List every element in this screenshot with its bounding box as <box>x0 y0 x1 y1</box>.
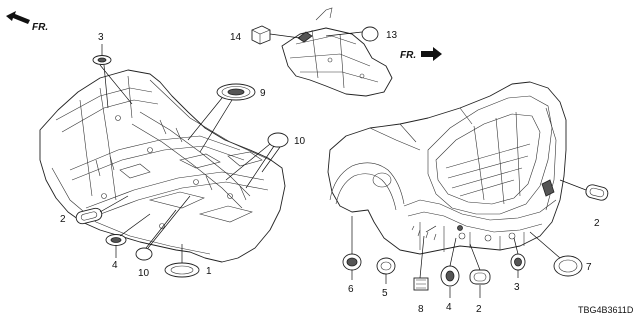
grommet-part-4-left: 4 <box>105 213 151 271</box>
seal-part-13: 13 <box>325 26 398 42</box>
callout-6: 6 <box>348 284 354 295</box>
fr-label-right: FR. <box>400 50 416 61</box>
grommet-part-3-top: 3 <box>92 32 133 109</box>
callout-3-top: 3 <box>98 32 104 43</box>
grommet-part-2-bottom: 2 <box>469 243 491 315</box>
grommet-part-6: 6 <box>342 216 362 295</box>
grommet-part-9: 9 <box>187 83 266 153</box>
callout-2-bottom: 2 <box>476 304 482 315</box>
grommet-part-5: 5 <box>376 257 396 299</box>
grommet-part-4-right: 4 <box>440 237 460 313</box>
callout-8: 8 <box>418 304 424 315</box>
grommet-part-3-right: 3 <box>510 237 526 293</box>
grommet-part-2-left: 2 <box>60 195 129 225</box>
grommet-part-1: 1 <box>164 244 212 278</box>
callout-13: 13 <box>386 30 398 41</box>
callout-2-left: 2 <box>60 214 66 225</box>
rear-upper-panel <box>281 7 393 97</box>
plug-part-10-top: 10 <box>225 132 306 189</box>
front-direction-arrow-left: FR. <box>6 11 48 33</box>
callout-7: 7 <box>586 262 592 273</box>
grommet-part-2-right: 2 <box>559 179 609 229</box>
callout-14: 14 <box>230 32 242 43</box>
callout-5: 5 <box>382 288 388 299</box>
callout-4-left: 4 <box>112 260 118 271</box>
foam-part-8: 8 <box>413 225 437 315</box>
foam-part-14: 14 <box>230 25 301 45</box>
rear-body-assembly <box>327 81 567 255</box>
grommet-part-7: 7 <box>529 231 592 277</box>
front-direction-arrow-right: FR. <box>400 47 442 61</box>
diagram-code: TBG4B3611D <box>578 305 634 315</box>
floor-pan-assembly <box>39 69 286 263</box>
plug-part-10-bottom: 10 <box>135 195 191 279</box>
callout-1: 1 <box>206 266 212 277</box>
callout-2-right: 2 <box>594 218 600 229</box>
callout-10-bottom: 10 <box>138 268 150 279</box>
callout-9: 9 <box>260 88 266 99</box>
fr-label-left: FR. <box>32 22 48 33</box>
callout-10-top: 10 <box>294 136 306 147</box>
callout-3-right: 3 <box>514 282 520 293</box>
callout-4-right: 4 <box>446 302 452 313</box>
